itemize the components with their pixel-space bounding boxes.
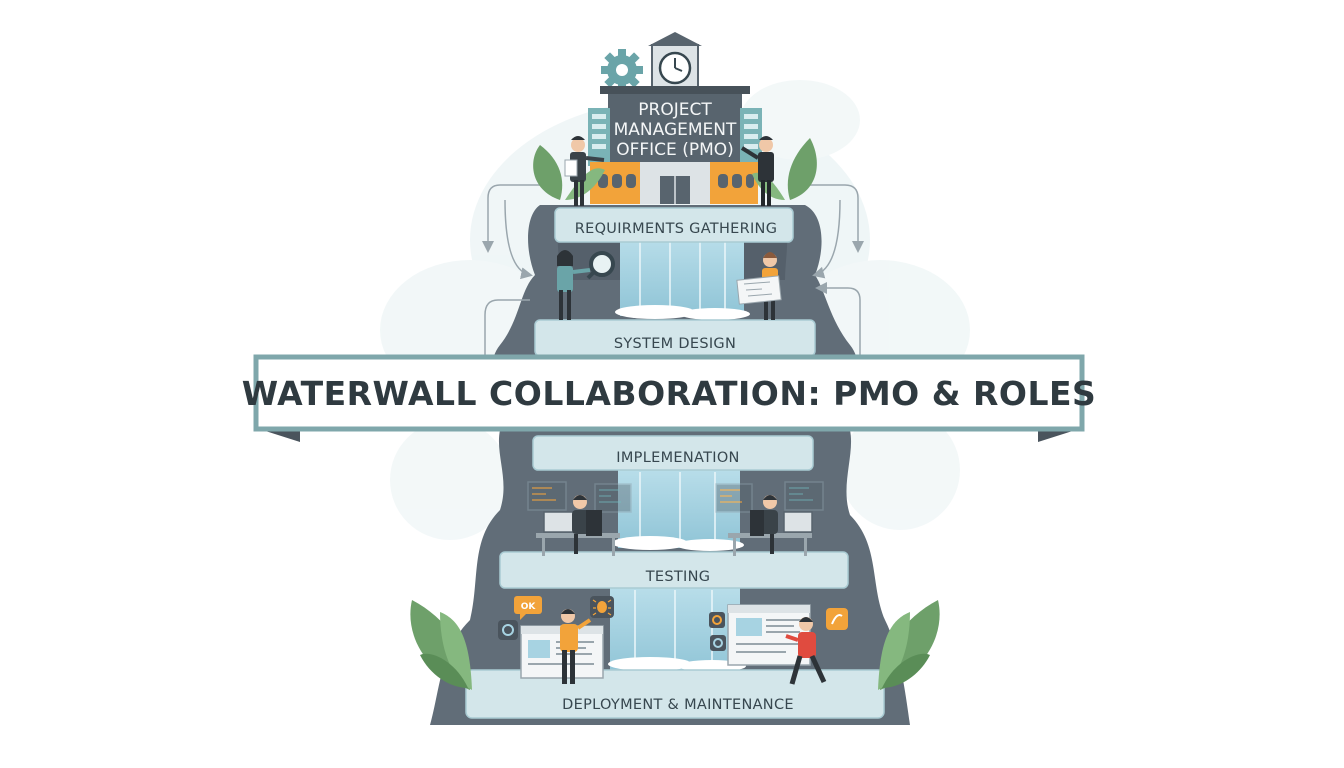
tester-right-with-browser (727, 604, 827, 685)
blueprint-icon (736, 275, 782, 305)
gear-small-icon (498, 620, 518, 640)
pmo-title-line-2: MANAGEMENT (614, 120, 737, 140)
tier-1-platform (554, 207, 794, 243)
tier-label-system-design: SYSTEM DESIGN (614, 336, 736, 352)
tester-left-with-dashboard (520, 609, 604, 684)
arrow-icon (504, 199, 533, 280)
chat-badge-text: OK (521, 602, 537, 612)
person-pmo-right-pointing (740, 136, 774, 206)
clock-icon (658, 51, 692, 85)
banner-frame (253, 354, 1085, 432)
gear-small-icon (710, 635, 726, 651)
tier-label-implementation: IMPLEMENATION (616, 450, 739, 466)
developer-right-at-desk (728, 495, 813, 556)
arrow-icon (815, 282, 861, 355)
plants (410, 138, 940, 690)
tier-3-platform (532, 435, 814, 471)
gear-small-icon (709, 612, 725, 628)
tier-label-testing: TESTING (645, 569, 711, 585)
magnifier-icon (586, 251, 615, 280)
browser-window-icon (727, 604, 811, 666)
chat-icon: OK (514, 596, 542, 620)
tier-label-deployment: DEPLOYMENT & MAINTENANCE (562, 697, 794, 713)
banner-title: WATERWALL COLLABORATION: PMO & ROLES (242, 374, 1097, 413)
leaf-icon (410, 600, 472, 690)
bug-icon (590, 596, 614, 618)
leaf-icon (878, 600, 940, 690)
arrow-icon (482, 184, 560, 253)
arrow-icon (812, 199, 841, 279)
title-banner: WATERWALL COLLABORATION: PMO & ROLES (242, 354, 1097, 442)
code-screen-icon (527, 481, 567, 511)
code-screen-icon (784, 481, 824, 511)
person-designer-with-blueprint (736, 252, 782, 320)
pmo-title-line-3: OFFICE (PMO) (616, 140, 734, 160)
code-screen-icon (715, 483, 753, 513)
feedback-arrows (482, 184, 864, 355)
code-screens (527, 481, 824, 513)
gear-icon (601, 49, 643, 91)
developer-left-at-desk (536, 495, 620, 556)
person-pmo-left-with-checklist (564, 136, 605, 206)
tier-platforms (465, 207, 885, 719)
tier-label-requirements: REQUIRMENTS GATHERING (575, 221, 778, 237)
pmo-title-line-1: PROJECT (638, 100, 712, 120)
tier-4-platform (499, 551, 849, 589)
person-analyst-with-magnifier (557, 250, 615, 320)
arrow-icon (790, 184, 864, 253)
chat-icon (826, 608, 848, 630)
arrow-icon (484, 299, 530, 355)
code-screen-icon (594, 483, 632, 513)
pmo-building: PROJECT MANAGEMENT OFFICE (PMO) (588, 32, 762, 204)
